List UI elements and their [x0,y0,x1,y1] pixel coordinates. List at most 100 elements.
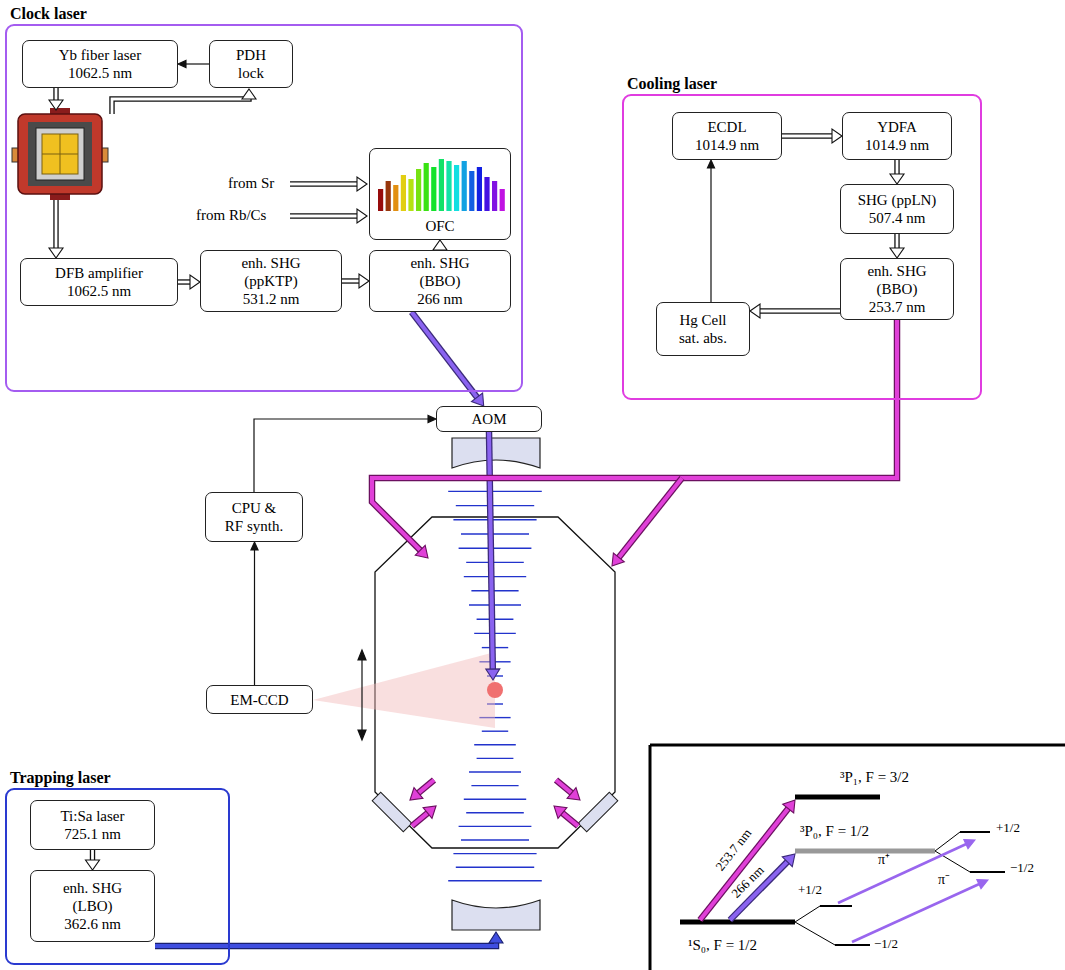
box-text: EM-CCD [230,691,288,709]
box-text: enh. SHG [241,254,300,272]
optical-path-arrow [290,177,367,191]
laser-beam [372,320,897,558]
level-label: −1/2 [874,936,898,952]
modulator-box: AOM [436,406,542,432]
transition-arrow [852,880,988,942]
box-text: AOM [471,410,506,428]
level-label: 253.7 nm [713,826,756,874]
box-text: Ti:Sa laser [60,807,124,825]
box-text: DFB amplifier [55,264,143,282]
signal-arrow [251,542,258,685]
box-text: Hg Cell [679,311,726,329]
laser-group: Trapping laserTi:Sa laser725.1 nmenh. SH… [5,788,230,965]
group-title: Trapping laser [10,768,111,787]
cavity-mirror [452,900,540,930]
group-title: Clock laser [10,4,87,23]
laser-beam [556,780,580,800]
laser-box: Ti:Sa laser725.1 nm [30,800,155,850]
amplifier-box: YDFA1014.9 nm [842,112,952,160]
optical-path-arrow [290,209,367,223]
transition-arrow [700,800,795,920]
shg-box: enh. SHG(BBO)266 nm [369,250,511,312]
box-text: 1014.9 nm [865,136,929,154]
level-label: −1/2 [1010,860,1034,876]
box-text: (ppKTP) [244,272,297,290]
amplifier-box: DFB amplifier1062.5 nm [20,258,178,306]
signal-arrow [254,415,436,492]
optical-path-arrow [49,88,63,110]
optical-path-arrow [178,275,200,289]
side-mirror [372,792,412,832]
box-text: 1062.5 nm [68,64,132,82]
box-text: ECDL [707,118,746,136]
optical-path-arrow [890,234,904,258]
box-text: YDFA [877,118,917,136]
control-box: CPU &RF synth. [205,492,303,542]
laser-box: Yb fiber laser1062.5 nm [22,40,178,88]
level-label: ¹S₀, F = 1/2 [688,936,757,954]
box-text: SHG (ppLN) [858,191,937,209]
box-text: Yb fiber laser [59,46,141,64]
box-text: lock [238,64,264,82]
reference-cavity [12,108,108,200]
optical-path-arrow [890,160,904,184]
input-label: from Rb/Cs [196,206,266,224]
level-label: 266 nm [729,863,768,902]
box-text: 266 nm [417,290,462,308]
box-text: CPU & [232,499,277,517]
level-label: +1/2 [996,820,1020,836]
box-text: (BBO) [877,280,918,298]
cavity-mirror [452,438,540,468]
level-label: +1/2 [798,882,822,898]
focus-arrow [358,650,366,740]
input-label: from Sr [228,174,274,192]
optical-path-arrow [342,274,369,288]
comb-spectrum [370,149,512,215]
level-label: π⁺ [878,852,890,869]
transition-arrow [838,840,975,903]
camera-box: EM-CCD [206,685,313,714]
box-text: 1014.9 nm [695,136,759,154]
box-text: 1062.5 nm [67,282,131,300]
laser-beam [410,780,434,800]
optical-path-arrow [112,89,256,114]
shg-box: enh. SHG(BBO)253.7 nm [840,258,954,320]
frequency-comb: OFC [369,148,511,240]
box-text: RF synth. [225,517,283,535]
level-label: ³P₀, F = 1/2 [800,822,869,840]
level-scheme [650,745,1065,970]
optical-path-arrow [782,129,842,143]
box-text: enh. SHG [867,262,926,280]
lock-box: PDHlock [209,40,293,88]
optical-path-arrow [86,850,100,870]
box-text: enh. SHG [410,254,469,272]
box-text: PDH [236,46,266,64]
fluorescence-cone [313,652,495,728]
laser-beam [412,806,436,826]
optical-path-arrow [433,240,447,250]
laser-beam [554,806,578,826]
level-label: π⁻ [938,872,950,889]
optical-path-arrow [49,200,63,258]
ion-cloud [487,682,503,698]
box-text: OFC [425,217,454,235]
box-text: (LBO) [73,897,113,915]
signal-arrow [178,60,209,67]
laser-beam [155,932,503,946]
reference-cell: Hg Cellsat. abs. [656,302,750,356]
box-text: 531.2 nm [243,290,300,308]
box-text: 725.1 nm [64,825,121,843]
box-text: 362.6 nm [64,915,121,933]
laser-beam [486,432,500,680]
laser-box: ECDL1014.9 nm [672,112,782,160]
side-mirror [578,792,618,832]
signal-arrow [707,160,714,302]
shg-box: SHG (ppLN)507.4 nm [840,184,954,234]
box-text: 253.7 nm [869,298,926,316]
box-text: (BBO) [420,272,461,290]
level-label: ³P₁, F = 3/2 [840,768,909,786]
box-text: sat. abs. [679,329,727,347]
laser-group: Cooling laserECDL1014.9 nmYDFA1014.9 nmS… [622,94,982,400]
